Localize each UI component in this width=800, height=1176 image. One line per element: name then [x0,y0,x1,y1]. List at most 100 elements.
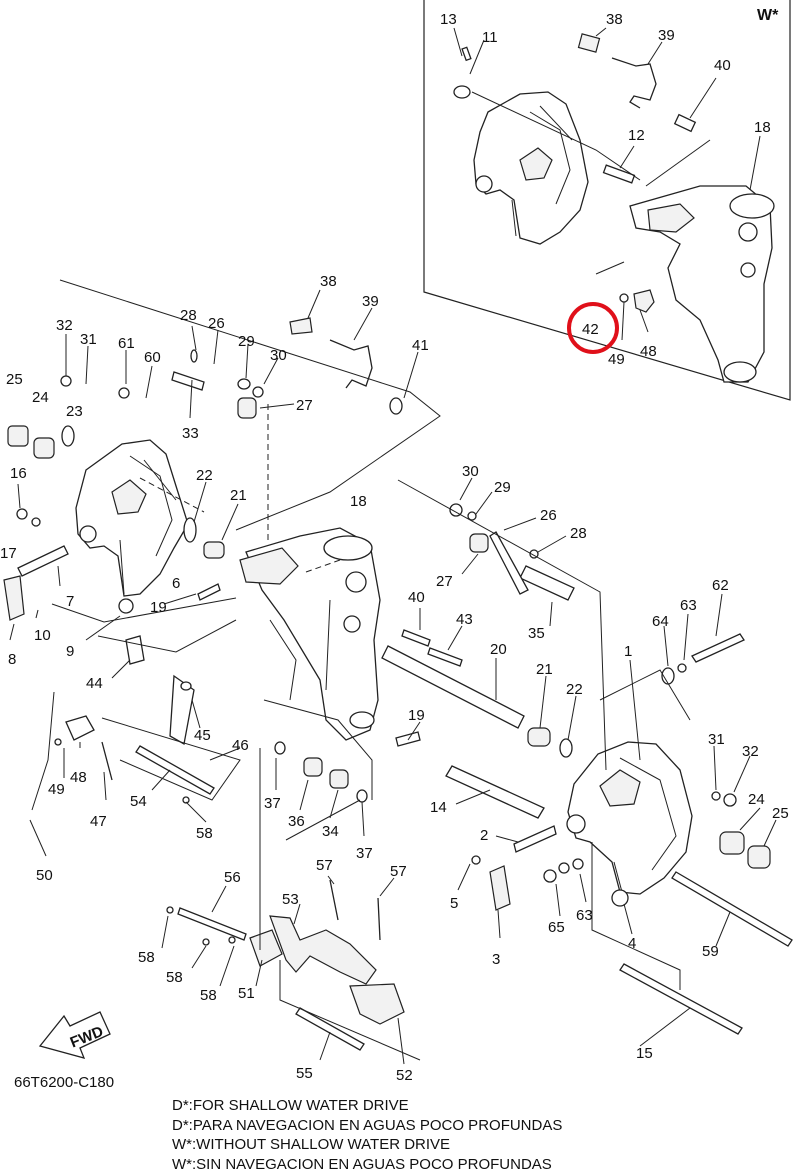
label: 47 [90,813,107,830]
drawing-code: 66T6200-C180 [14,1074,115,1091]
label: 37 [356,845,373,862]
label-49: 49 [608,351,625,368]
label: 25 [6,371,23,388]
label: 55 [296,1065,313,1082]
label: 19 [150,599,167,616]
label: 43 [456,611,473,628]
label: 28 [180,307,197,324]
label: 30 [462,463,479,480]
note-line: D*:FOR SHALLOW WATER DRIVE [172,1097,409,1114]
label: 21 [536,661,553,678]
label: 18 [350,493,367,510]
label: 61 [118,335,135,352]
label: 21 [230,487,247,504]
label-40: 40 [714,57,731,74]
label: 63 [680,597,697,614]
label: 9 [66,643,74,660]
label: 50 [36,867,53,884]
shafts [135,371,793,1051]
note-line: D*:PARA NAVEGACION EN AGUAS POCO PROFUND… [172,1116,563,1134]
label: 29 [494,479,511,496]
label: 64 [652,613,669,630]
label: 31 [708,731,725,748]
label: 26 [540,507,557,524]
label: 54 [130,793,147,810]
label: 58 [166,969,183,986]
label: 60 [144,349,161,366]
label: 24 [748,791,765,808]
label: 32 [742,743,759,760]
label: 5 [450,895,458,912]
label: 22 [196,467,213,484]
label: 23 [66,403,83,420]
main-labels: 38 39 41 32 31 61 60 28 26 29 30 27 25 2… [0,273,789,1084]
label: 53 [282,891,299,908]
label: 19 [408,707,425,724]
label: 2 [480,827,488,844]
label: 63 [576,907,593,924]
label: 17 [0,545,17,562]
label: 39 [362,293,379,310]
clamp-bracket-left [75,439,189,597]
label: 62 [712,577,729,594]
label: 16 [10,465,27,482]
label: 4 [628,935,636,952]
label: 51 [238,985,255,1002]
inset-bracket-plate [473,91,589,245]
swivel-bracket [239,527,381,741]
label: 26 [208,315,225,332]
label: 41 [412,337,429,354]
label: 10 [34,627,51,644]
clamp-bracket-right [566,741,693,895]
label: 31 [80,331,97,348]
label: 57 [316,857,333,874]
label: 33 [182,425,199,442]
label: 40 [408,589,425,606]
label: 44 [86,675,103,692]
label: 52 [396,1067,413,1084]
label: 14 [430,799,447,816]
label: 37 [264,795,281,812]
fwd-arrow: FWD [38,1011,111,1059]
label: 3 [492,951,500,968]
label: 24 [32,389,49,406]
inset-small-parts [453,33,697,313]
label: 35 [528,625,545,642]
highlight-circle-42 [567,302,619,354]
label: 20 [490,641,507,658]
note-line: W*:WITHOUT SHALLOW WATER DRIVE [172,1136,451,1153]
inset-labels: 13 11 38 39 40 12 18 42 49 48 [440,11,771,368]
label: 49 [48,781,65,798]
label: 45 [194,727,211,744]
label: 48 [70,769,87,786]
label: 6 [172,575,180,592]
label-42-highlighted: 42 [582,321,599,338]
label-39: 39 [658,27,675,44]
label: 32 [56,317,73,334]
label-12: 12 [628,127,645,144]
label: 27 [436,573,453,590]
label: 22 [566,681,583,698]
label: 38 [320,273,337,290]
assembly-frames [51,279,691,1061]
label-13: 13 [440,11,457,28]
label: 27 [296,397,313,414]
label: 58 [200,987,217,1004]
label: 59 [702,943,719,960]
label: 56 [224,869,241,886]
label: 7 [66,593,74,610]
label: 1 [624,643,632,660]
notes: D*:FOR SHALLOW WATER DRIVE D*:PARA NAVEG… [172,1096,772,1174]
label-38: 38 [606,11,623,28]
label-18: 18 [754,119,771,136]
label: 36 [288,813,305,830]
label: 25 [772,805,789,822]
label: 65 [548,919,565,936]
label: 34 [322,823,339,840]
label: 58 [138,949,155,966]
label: 58 [196,825,213,842]
label: 30 [270,347,287,364]
label: 28 [570,525,587,542]
label: 8 [8,651,16,668]
